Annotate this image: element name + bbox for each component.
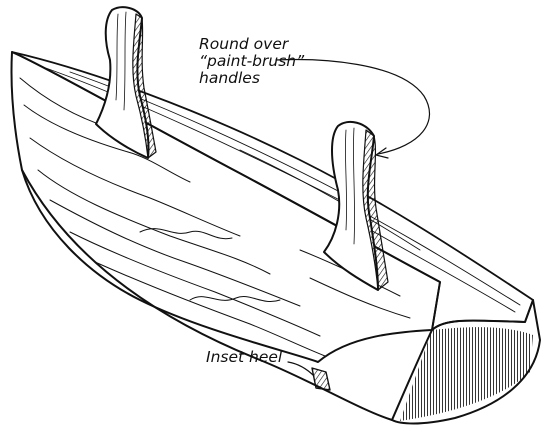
heel-callout: Inset heel <box>206 349 282 366</box>
handles-callout: Round over “paint-brush” handles <box>199 36 304 87</box>
inset-heel-block <box>312 368 330 390</box>
plane-body-bottom-edge <box>22 170 392 420</box>
plane-body-top <box>12 52 533 330</box>
handles-callout-line-2: “paint-brush” <box>199 53 304 70</box>
handles-callout-line-1: Round over <box>199 36 304 53</box>
front-handle <box>96 7 156 158</box>
handles-callout-line-3: handles <box>199 70 304 87</box>
heel-callout-text: Inset heel <box>206 349 282 366</box>
